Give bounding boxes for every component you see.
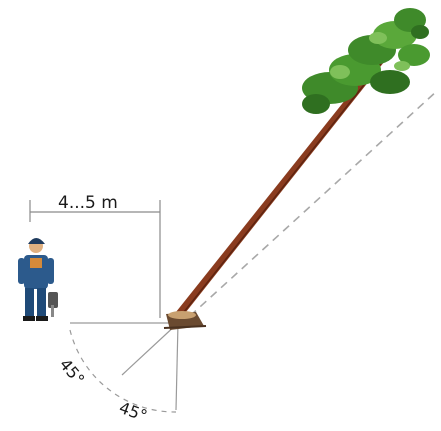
tree-foliage [302, 8, 430, 114]
angle-label-2: 45° [117, 398, 150, 426]
chainsaw-icon [48, 292, 58, 317]
stump-icon [163, 311, 207, 330]
distance-dimension [29, 200, 161, 318]
angle-construction [69, 322, 179, 413]
felling-direction-line [189, 89, 439, 317]
tree-trunk [176, 50, 392, 312]
tree-icon [176, 8, 430, 313]
worker-icon [18, 238, 58, 321]
angle-label-1: 45° [56, 355, 89, 389]
distance-label: 4...5 m [58, 193, 118, 213]
